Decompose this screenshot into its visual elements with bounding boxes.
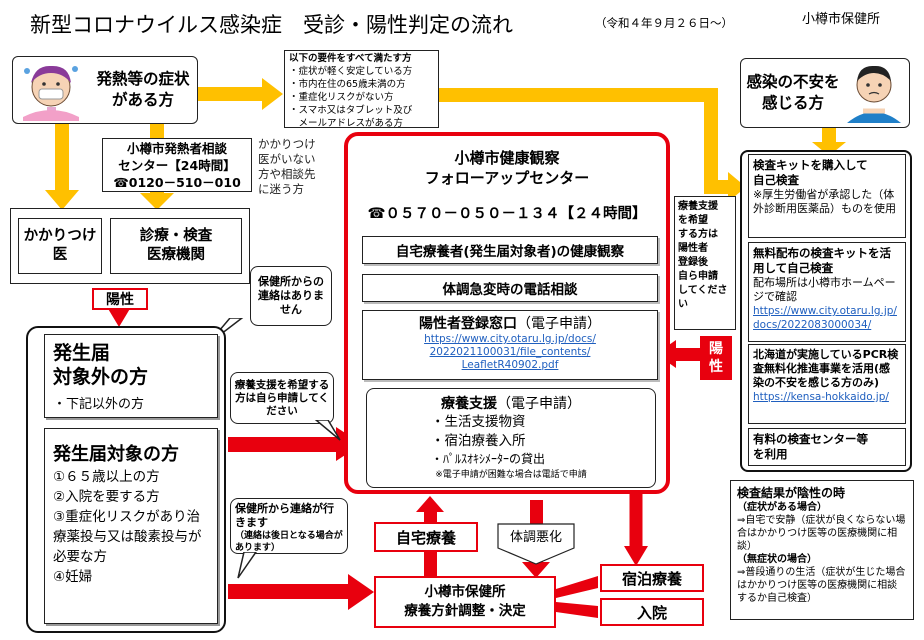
svc-registration-sub: （電子申請） [517, 316, 601, 332]
kakaritsuke-box: かかりつけ 医 [18, 218, 102, 274]
svc-phone-consult: 体調急変時の電話相談 [362, 274, 658, 302]
org-name: 小樽市保健所 [802, 12, 881, 27]
panel-item-note: ※厚生労働省が承認した（体外診断用医薬品）ものを使用 [753, 188, 896, 215]
negative-sym-label: （症状がある場合） [737, 502, 827, 513]
negative-result-box: 検査結果が陰性の時 （症状がある場合） ⇒自宅で安静（症状が良くならない場合はか… [730, 480, 914, 620]
svc-health-observation: 自宅療養者(発生届対象者)の健康観察 [362, 236, 658, 264]
target-title: 発生届対象の方 [53, 444, 179, 465]
negative-nosym-label: （無症状の場合） [737, 554, 817, 565]
list-item: ・症状が軽く安定している方 [289, 66, 413, 77]
panel-item-link[interactable]: https://kensa-hokkaido.jp/ [753, 391, 889, 403]
contact-bubble: 保健所から連絡が行きます （連絡は後日となる場合があります） [230, 498, 348, 554]
svc-registration: 陽性者登録窓口（電子申請） https://www.city.otaru.lg.… [362, 310, 658, 380]
worsen-label: 体調悪化 [509, 529, 562, 545]
svc-registration-title: 陽性者登録窓口 [419, 316, 517, 332]
panel-item-purchase-kit: 検査キットを購入して 自己検査 ※厚生労働省が承認した（体外診断用医薬品）ものを… [748, 154, 906, 238]
svc-registration-link[interactable]: https://www.city.otaru.lg.jp/docs/ 20220… [424, 333, 596, 371]
not-target-title: 発生届 対象外の方 [53, 342, 149, 388]
requirements-list: ・症状が軽く安定している方 ・市内在住の65歳未満の方 ・重症化リスクがない方 … [289, 65, 434, 130]
consult-center-box: 小樽市発熱者相談 センター【24時間】 ☎0120－510－010 [102, 138, 252, 192]
speech-bubble-tail [314, 420, 341, 441]
decision-box: 小樽市保健所 療養方針調整・決定 [374, 576, 556, 628]
center-title: 小樽市健康観察 フォローアップセンター [424, 149, 590, 187]
panel-item-link[interactable]: https://www.city.otaru.lg.jp/docs/202208… [753, 305, 897, 331]
requirements-title: 以下の要件をすべて満たす方 [289, 53, 412, 64]
fever-box: 発熱等の症状 がある方 [12, 56, 198, 124]
shinryo-box: 診療・検査 医療機関 [110, 218, 242, 274]
negative-sym-text: ⇒自宅で安静（症状が良くならない場合はかかりつけ医等の医療機関に相談） [737, 515, 906, 552]
no-contact-bubble: 保健所からの連絡はありません [250, 266, 332, 326]
svc-support-note: ※電子申請が困難な場合は電話で申請 [435, 470, 587, 480]
self-apply-note: 療養支援 を希望 する方は 陽性者 登録後 自ら申請 してくださ い [674, 196, 736, 330]
panel-item-pcr: 北海道が実施しているPCR検査無料化推進事業を活用(感染の不安を感じる方のみ) … [748, 344, 906, 424]
list-item: ・宿泊療養入所 [431, 433, 526, 449]
hospital-box: 入院 [600, 598, 704, 626]
panel-item-paid-center: 有料の検査センター等 を利用 [748, 428, 906, 466]
apply-bubble: 療養支援を希望する方は自ら申請してください [230, 372, 334, 424]
consult-center-phone[interactable]: ☎0120－510－010 [113, 174, 241, 190]
worsen-arrow-shape [497, 523, 575, 565]
panel-item-title: 無料配布の検査キットを活用して自己検査 [753, 246, 891, 275]
list-item: ・生活支援物資 [431, 414, 526, 430]
target-box: 発生届対象の方 ①６５歳以上の方 ②入院を要する方 ③重症化リスクがあり治療薬投… [44, 428, 218, 624]
home-care-box: 自宅療養 [374, 522, 478, 552]
list-item: ・スマホ又はタブレット及び [289, 105, 413, 116]
positive-side-tag: 陽 性 [700, 336, 732, 380]
requirements-box: 以下の要件をすべて満たす方 ・症状が軽く安定している方 ・市内在住の65歳未満の… [284, 50, 439, 130]
not-target-box: 発生届 対象外の方 ・下記以外の方 [44, 334, 218, 418]
list-item: ・ﾊﾟﾙｽｵｷｼﾒｰﾀｰの貸出 [431, 452, 546, 466]
target-item: ③重症化リスクがあり治療薬投与又は酸素投与が必要な方 [53, 509, 202, 565]
anxious-person-icon [847, 65, 901, 123]
svc-support: 療養支援（電子申請） ・生活支援物資 ・宿泊療養入所 ・ﾊﾟﾙｽｵｷｼﾒｰﾀｰの… [366, 388, 656, 488]
not-target-sub: ・下記以外の方 [53, 397, 145, 412]
svc-support-sub: （電子申請） [497, 396, 581, 412]
speech-bubble-tail [237, 552, 257, 579]
panel-item-title: 北海道が実施しているPCR検査無料化推進事業を活用(感染の不安を感じる方のみ) [753, 348, 899, 389]
panel-item-title: 検査キットを購入して 自己検査 [753, 158, 868, 187]
consult-note: かかりつけ 医がいない 方や相談先 に迷う方 [258, 137, 316, 196]
contact-bubble-sub: （連絡は後日となる場合があります） [235, 531, 343, 553]
list-item: ・市内在住の65歳未満の方 [289, 79, 406, 90]
list-item: ・重症化リスクがない方 [289, 92, 394, 103]
sick-person-icon [23, 65, 79, 121]
page-date: （令和４年９月２６日～） [595, 16, 733, 30]
hotel-care-box: 宿泊療養 [600, 564, 704, 592]
list-item: メールアドレスがある方 [289, 118, 404, 129]
panel-item-text: 配布場所は小樽市ホームページで確認 [753, 276, 896, 303]
fever-label: 発熱等の症状 がある方 [96, 70, 190, 109]
negative-nosym-text: ⇒普段通りの生活（症状が生じた場合はかかりつけ医等の医療機関に相談するか自己検査… [737, 567, 906, 604]
center-phone[interactable]: ☎０５７０－０５０－１３４【２４時間】 [367, 205, 647, 222]
page-title: 新型コロナウイルス感染症 受診・陽性判定の流れ [30, 13, 513, 37]
target-item: ④妊婦 [53, 569, 93, 585]
target-item: ②入院を要する方 [53, 489, 160, 505]
target-item: ①６５歳以上の方 [53, 469, 160, 485]
svc-support-title: 療養支援 [441, 396, 497, 412]
panel-item-free-kit: 無料配布の検査キットを活用して自己検査 配布場所は小樽市ホームページで確認 ht… [748, 242, 906, 342]
anxiety-box: 感染の不安を 感じる方 [740, 58, 910, 128]
contact-bubble-main: 保健所から連絡が行きます [235, 502, 334, 529]
anxiety-label: 感染の不安を 感じる方 [746, 73, 840, 112]
negative-title: 検査結果が陰性の時 [737, 486, 846, 500]
positive-tag: 陽性 [92, 288, 148, 310]
consult-center-name: 小樽市発熱者相談 センター【24時間】 [118, 140, 236, 173]
